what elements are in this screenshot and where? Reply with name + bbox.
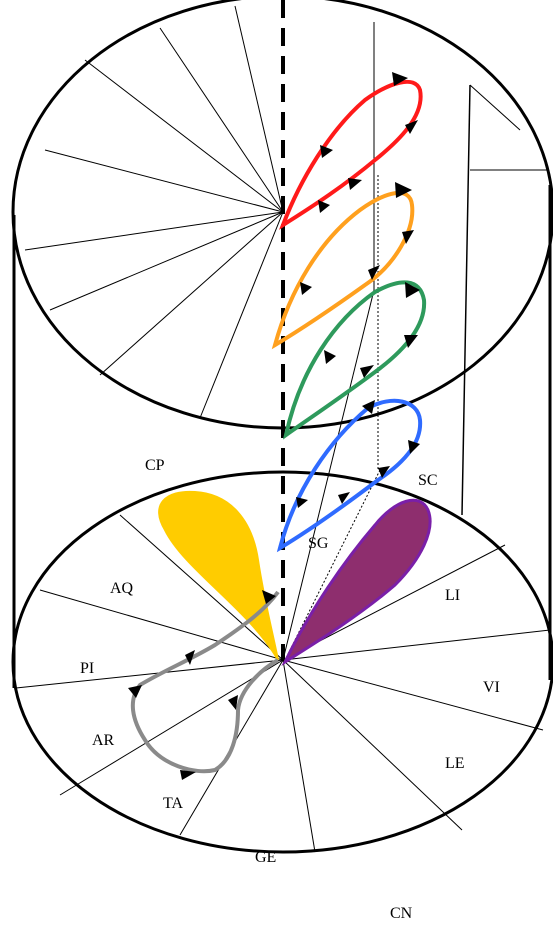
label-LE: LE [445,755,465,772]
green-loop [282,280,427,440]
bottom-ellipse [11,470,553,854]
label-SG: SG [308,535,329,552]
label-CN: CN [390,905,413,922]
label-VI: VI [483,679,500,696]
label-LI: LI [445,587,460,604]
label-PI: PI [80,660,94,677]
bottom-wheel [11,470,553,854]
arrow-markers [128,72,420,780]
plane-right-line [461,84,471,516]
label-SC: SC [418,472,438,489]
red-loop [279,79,423,230]
yellow-petal [158,490,279,661]
label-TA: TA [163,795,183,812]
purple-petal [281,498,432,667]
gray-loop [130,590,280,774]
label-AR: AR [92,732,115,749]
orange-loop [271,190,415,350]
plane-dotted-diagonal [284,469,381,661]
blue-loop [276,398,423,553]
label-AQ: AQ [110,580,134,597]
label-CP: CP [145,457,165,474]
label-GE: GE [255,849,276,866]
